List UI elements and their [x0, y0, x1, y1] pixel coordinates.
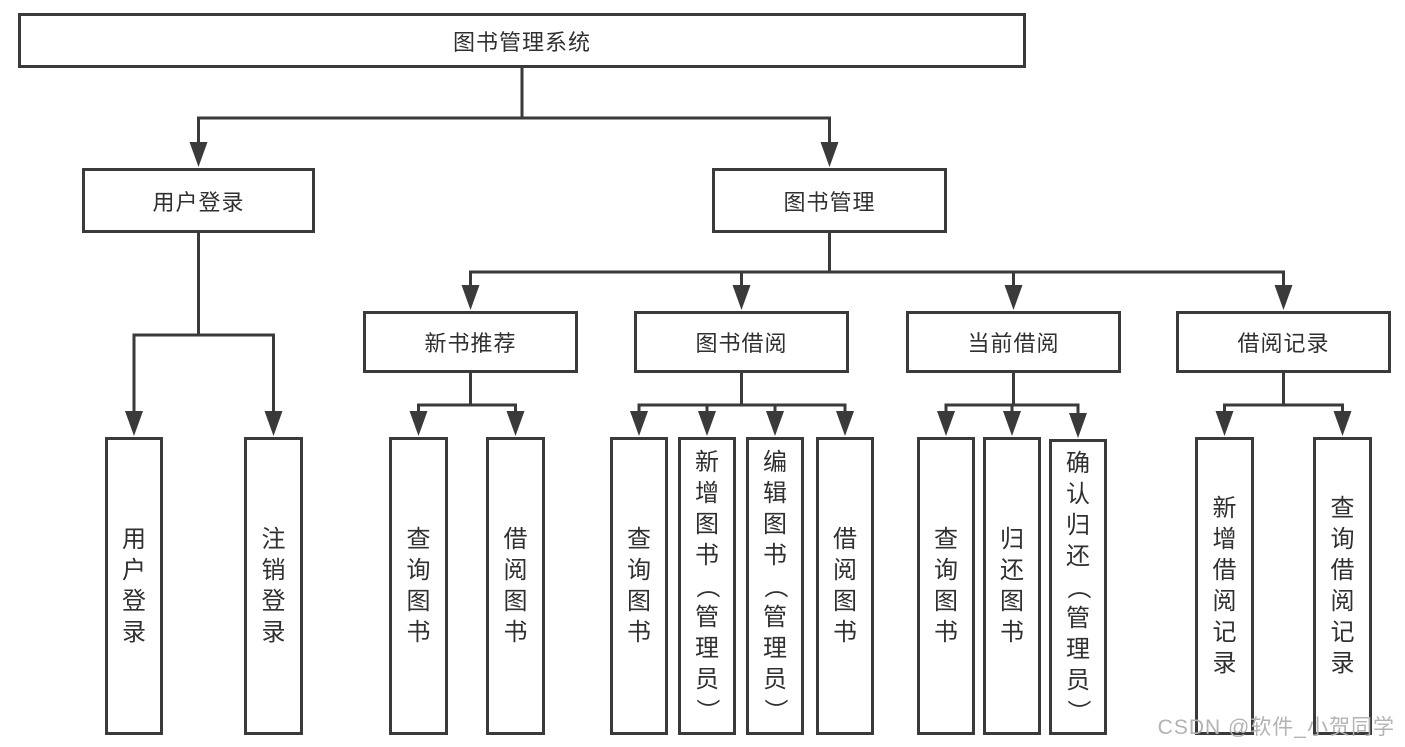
node-leaf-user-login: 用户登录	[105, 437, 163, 735]
csdn-watermark: CSDN @软件_小贺同学	[1157, 716, 1395, 739]
node-leaf-query-record: 查询借阅记录	[1313, 437, 1372, 735]
node-leaf-add-book: 新增图书（管理员）	[678, 437, 736, 735]
node-leaf-borrow-book-1: 借阅图书	[486, 437, 545, 735]
node-leaf-query-book-1: 查询图书	[389, 437, 448, 735]
node-book-borrow: 图书借阅	[634, 311, 849, 373]
node-leaf-borrow-book-2: 借阅图书	[816, 437, 874, 735]
node-leaf-logout: 注销登录	[244, 437, 303, 735]
node-leaf-return-book: 归还图书	[983, 437, 1041, 735]
node-new-book-recommend: 新书推荐	[363, 311, 578, 373]
node-borrow-record: 借阅记录	[1176, 311, 1391, 373]
node-leaf-edit-book: 编辑图书（管理员）	[746, 437, 804, 735]
node-book-mgmt: 图书管理	[712, 168, 947, 233]
node-current-borrow: 当前借阅	[906, 311, 1121, 373]
node-user-login: 用户登录	[82, 168, 315, 233]
node-leaf-add-record: 新增借阅记录	[1195, 437, 1254, 735]
node-root: 图书管理系统	[18, 13, 1026, 68]
node-leaf-query-book-2: 查询图书	[610, 437, 668, 735]
node-leaf-confirm-return: 确认归还（管理员）	[1049, 439, 1107, 735]
node-leaf-query-book-3: 查询图书	[917, 437, 975, 735]
